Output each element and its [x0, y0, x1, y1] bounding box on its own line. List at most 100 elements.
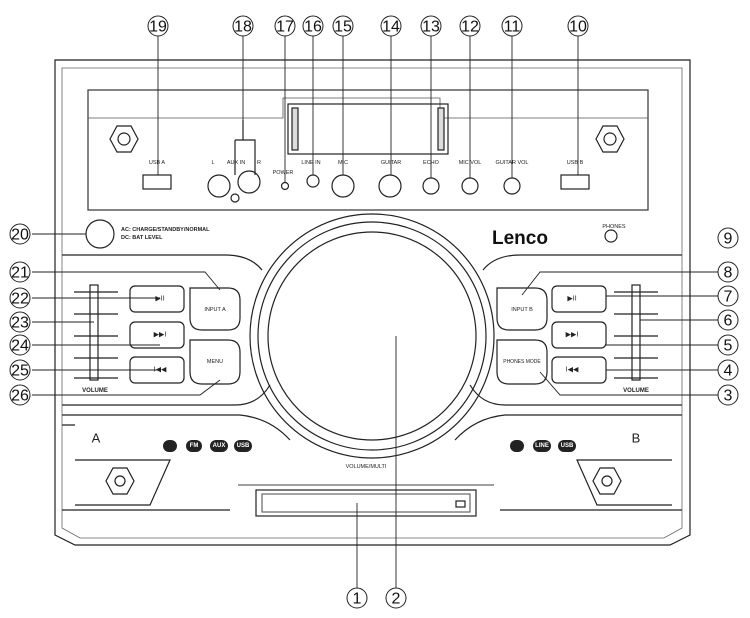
callout-6-circle: [717, 309, 739, 331]
usb-b-port[interactable]: [560, 174, 590, 190]
aux-in-small-led: [230, 193, 240, 203]
callout-20-circle: [9, 223, 31, 245]
cabinet-inner-outline: [61, 67, 683, 539]
right-volume-slider-track[interactable]: [631, 284, 641, 381]
line-indicator-label: LINE: [535, 443, 549, 449]
callout-12: 12: [461, 19, 479, 36]
callout-7-circle: [717, 285, 739, 307]
power-led: [280, 181, 290, 191]
aux-in-l-jack[interactable]: [207, 174, 231, 198]
left-next-button[interactable]: [129, 321, 185, 349]
callout-9: 9: [724, 231, 733, 248]
usb-indicator-left: [234, 440, 252, 452]
cabinet-outline: [54, 59, 691, 546]
right-prev-button[interactable]: [551, 356, 607, 384]
aux-indicator: [210, 440, 228, 452]
callout-11-circle: [501, 15, 523, 37]
right-lower-sweep: [454, 414, 682, 441]
left-next-glyph: ▶▶I: [154, 332, 167, 339]
fm-indicator-label: FM: [190, 443, 199, 449]
disc-tray[interactable]: [255, 489, 477, 517]
callout-3-circle: [717, 384, 739, 406]
callout-24: 24: [11, 338, 29, 355]
callout-4: 4: [724, 363, 733, 380]
callout-9-circle: [717, 227, 739, 249]
aux-l-label: L: [211, 160, 214, 166]
callout-25-circle: [9, 359, 31, 381]
top-control-panel: [87, 89, 649, 211]
aux-in-bracket: [234, 120, 256, 175]
callout-11: 11: [504, 19, 521, 36]
callout-18-circle: [232, 15, 254, 37]
callout-1-circle: [346, 587, 368, 609]
volume-right-label: VOLUME: [623, 388, 649, 394]
guitar-vol-knob[interactable]: [503, 177, 521, 195]
left-prev-glyph: I◀◀: [154, 367, 167, 374]
callout-1: 1: [353, 591, 362, 608]
callout-5-circle: [717, 334, 739, 356]
top-right-bolt-center: [603, 132, 617, 146]
aux-in-r-jack[interactable]: [237, 170, 261, 194]
volume-multi-knob[interactable]: [267, 231, 477, 441]
callout-7: 7: [724, 289, 733, 306]
phones-mode-button[interactable]: [496, 339, 548, 385]
dc-status-label: DC: BAT LEVEL: [121, 235, 163, 241]
usb-b-label: USB B: [567, 160, 584, 166]
line-in-jack[interactable]: [306, 174, 320, 188]
display-window: [287, 103, 449, 155]
top-panel-bevel: [88, 97, 648, 119]
bottom-left-bevel: [75, 459, 171, 506]
right-play-pause-button[interactable]: [551, 285, 607, 313]
phones-jack[interactable]: [604, 229, 618, 243]
volume-multi-knob-outer: [249, 213, 495, 459]
mic-jack[interactable]: [331, 174, 355, 198]
callout-16: 16: [304, 19, 322, 36]
echo-knob[interactable]: [422, 177, 440, 195]
callout-25: 25: [11, 363, 29, 380]
callout-21-circle: [9, 261, 31, 283]
bottom-right-bevel: [576, 459, 672, 506]
phones-label: PHONES: [602, 224, 626, 230]
left-play-pause-button[interactable]: [129, 285, 185, 313]
callout-17-circle: [274, 15, 296, 37]
right-next-button[interactable]: [551, 321, 607, 349]
callout-2: 2: [392, 591, 401, 608]
callout-3: 3: [724, 388, 733, 405]
callout-5: 5: [724, 338, 733, 355]
callout-19-circle: [147, 15, 169, 37]
ac-status-label: AC: CHARGE/STANDBY/NORMAL: [121, 227, 210, 233]
callout-21: 21: [11, 265, 29, 282]
callout-14: 14: [382, 19, 400, 36]
left-source-indicators: [163, 440, 252, 452]
callout-22-circle: [9, 287, 31, 309]
usb-a-port[interactable]: [142, 174, 172, 190]
volume-multi-knob-ring: [257, 221, 487, 451]
brand-logo: Lenco: [492, 228, 548, 249]
input-a-button[interactable]: [189, 287, 241, 331]
side-a-label: A: [92, 431, 101, 446]
left-volume-slider-track[interactable]: [89, 284, 99, 381]
input-b-button[interactable]: [496, 287, 548, 331]
aux-indicator-label: AUX: [213, 443, 226, 449]
input-a-label: INPUT A: [204, 307, 226, 313]
menu-button[interactable]: [189, 339, 241, 385]
display-left-slot: [291, 107, 299, 151]
fm-indicator: [186, 440, 202, 452]
callout-19: 19: [149, 19, 167, 36]
usb-indicator-left-label: USB: [237, 443, 250, 449]
ac-dc-indicator: [85, 219, 115, 249]
callout-16-circle: [302, 15, 324, 37]
callout-26-circle: [9, 384, 31, 406]
left-play-pause-glyph: ▶II: [155, 296, 164, 303]
power-label: POWER: [273, 170, 294, 176]
callout-4-circle: [717, 359, 739, 381]
mic-vol-knob[interactable]: [461, 177, 479, 195]
callout-6: 6: [724, 313, 733, 330]
menu-label: MENU: [207, 359, 223, 365]
bottom-right-bolt: [592, 467, 622, 495]
display-right-slot: [437, 107, 445, 151]
guitar-jack[interactable]: [378, 174, 402, 198]
callout-18: 18: [234, 19, 252, 36]
usb-indicator-right: [558, 440, 576, 452]
